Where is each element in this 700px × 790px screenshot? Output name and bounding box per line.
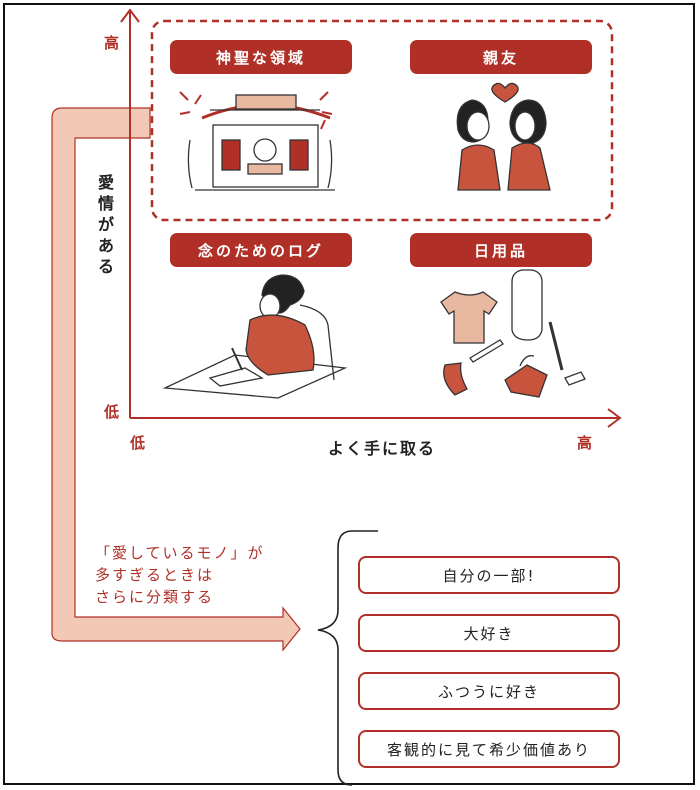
classification-arrow [51, 107, 301, 652]
y-axis-high-label: 高 [104, 34, 120, 52]
note-line-1: 「愛しているモノ」が [95, 544, 265, 562]
quadrant-label-best-friend: 親友 [410, 40, 592, 74]
y-axis-low-label: 低 [104, 403, 120, 421]
option-part-of-me: 自分の一部! [358, 556, 620, 594]
note-line-3: さらに分類する [95, 588, 215, 606]
x-axis-low-label: 低 [130, 434, 146, 452]
option-rare-value: 客観的に見て希少価値あり [358, 730, 620, 768]
daily-goods-illustration [440, 269, 586, 398]
y-axis-title: 愛情がある [98, 173, 115, 276]
x-axis-arrowhead [607, 408, 622, 428]
x-axis-title: よく手に取る [328, 439, 437, 458]
friends-illustration [456, 82, 551, 191]
bracket [317, 530, 378, 786]
note-line-2: 多すぎるときは [95, 566, 215, 584]
y-axis-arrowhead [120, 8, 140, 23]
quadrant-label-just-in-case: 念のためのログ [170, 233, 352, 267]
beloved-zone [150, 19, 614, 222]
writing-person-illustration [162, 274, 348, 399]
quadrant-label-sacred: 神聖な領域 [170, 40, 352, 74]
x-axis-high-label: 高 [577, 434, 593, 452]
shrine-illustration [179, 91, 335, 191]
option-like: ふつうに好き [358, 672, 620, 710]
option-love: 大好き [358, 614, 620, 652]
quadrant-label-daily-goods: 日用品 [410, 233, 592, 267]
